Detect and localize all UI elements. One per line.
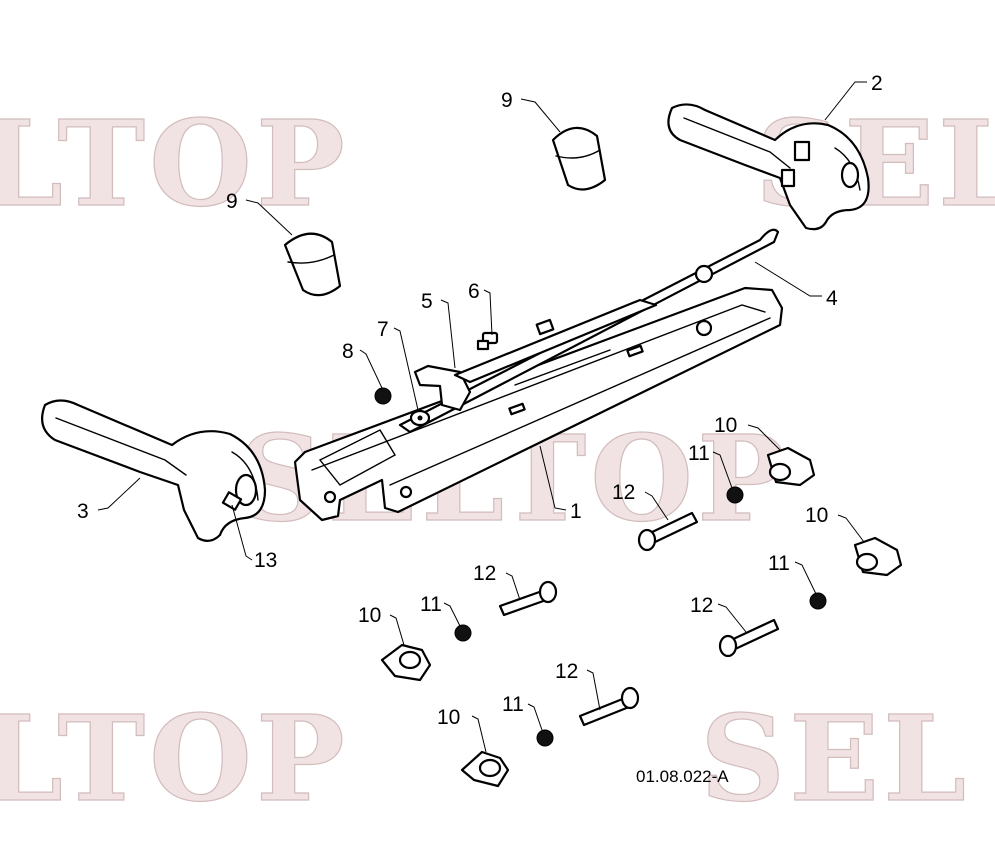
drawing-reference-code: 01.08.022-A <box>636 767 729 786</box>
callout-label: 11 <box>768 552 790 575</box>
callout-label: 2 <box>871 72 883 95</box>
callout-label: 1 <box>570 500 582 523</box>
callout-label: 3 <box>77 500 89 523</box>
part-2-lever <box>667 103 870 231</box>
part-11-nut <box>726 486 744 504</box>
part-12-bolt <box>578 686 640 727</box>
callout-label: 12 <box>555 660 578 683</box>
part-11-nut <box>809 592 827 610</box>
part-9-knob <box>551 126 607 191</box>
watermark-text: LTOP <box>0 94 349 233</box>
part-12-bolt <box>498 580 558 617</box>
part-12-bolt <box>718 618 780 658</box>
callout-label: 11 <box>688 442 710 465</box>
callout-label: 10 <box>437 706 460 729</box>
callout-label: 12 <box>612 481 635 504</box>
callout-label: 10 <box>358 604 381 627</box>
callout-label: 5 <box>421 290 433 313</box>
part-6-bolt <box>476 331 499 351</box>
part-10-star-knob <box>853 536 903 577</box>
callout-label: 9 <box>501 89 513 112</box>
part-7-washer <box>409 409 431 427</box>
part-9-knob <box>283 232 342 297</box>
callout-label: 4 <box>826 287 838 310</box>
callout-label: 9 <box>226 190 238 213</box>
part-12-bolt <box>637 511 699 552</box>
callout-label: 11 <box>420 593 442 616</box>
watermark-text: LTOP <box>0 689 349 828</box>
callout-label: 6 <box>468 280 480 303</box>
callout-label: 7 <box>377 318 389 341</box>
callout-label: 8 <box>342 340 354 363</box>
leader-lines <box>97 81 867 753</box>
part-5-bracket <box>413 298 658 412</box>
part-3-lever <box>41 399 267 542</box>
part-8-nut <box>374 387 392 405</box>
callout-label: 10 <box>805 504 828 527</box>
callout-label: 12 <box>690 594 713 617</box>
part-11-nut <box>454 624 472 642</box>
part-1-rail-bracket <box>293 286 784 522</box>
callout-label: 11 <box>502 693 524 716</box>
callout-label: 13 <box>254 549 277 572</box>
watermark-text: SEL <box>700 689 970 828</box>
part-10-star-knob <box>380 643 432 682</box>
part-10-star-knob <box>460 750 510 788</box>
callout-labels: 9 2 9 4 5 6 7 8 3 1 13 10 11 12 10 11 12… <box>77 72 883 729</box>
part-10-star-knob <box>766 446 816 487</box>
callout-label: 12 <box>473 562 496 585</box>
part-11-nut <box>536 729 554 747</box>
callout-label: 10 <box>714 414 737 437</box>
